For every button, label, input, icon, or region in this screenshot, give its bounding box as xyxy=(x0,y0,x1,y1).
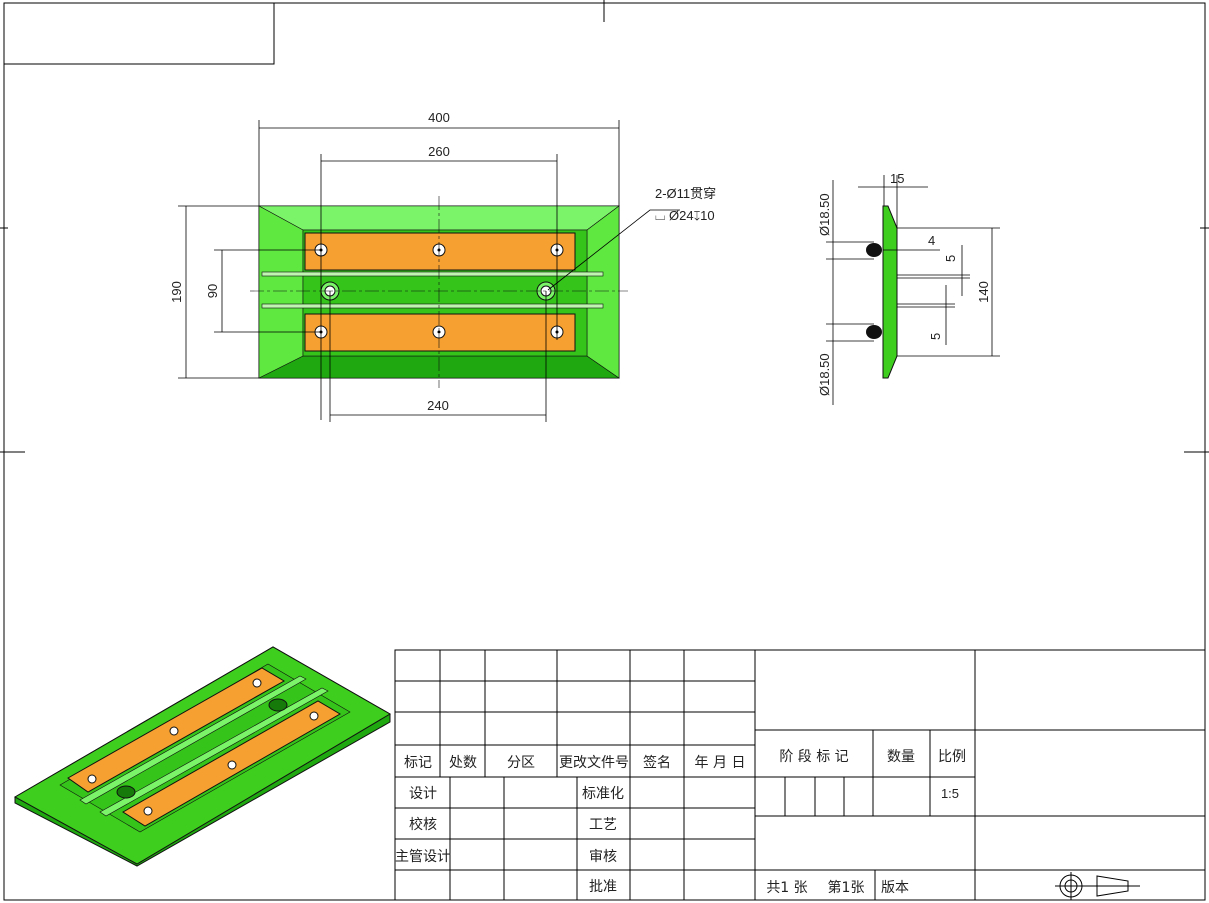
title-block-grid xyxy=(394,649,1206,901)
stage-mark-label: 阶 段 标 记 xyxy=(779,749,848,765)
dim-400: 400 xyxy=(428,110,450,125)
version-label: 版本 xyxy=(881,880,909,896)
side-view: 15 Ø18.50 Ø18.50 4 5 5 140 xyxy=(817,171,1000,405)
dim-90: 90 xyxy=(205,284,220,298)
label-process: 工艺 xyxy=(589,817,617,833)
row-design: 设计 xyxy=(409,786,437,802)
label-approve: 批准 xyxy=(589,879,617,895)
header-signature: 签名 xyxy=(643,754,671,771)
dim-140: 140 xyxy=(976,281,991,303)
code-box xyxy=(3,2,275,65)
header-zone: 分区 xyxy=(507,755,535,771)
scale-label: 比例 xyxy=(938,749,966,765)
header-change-doc: 更改文件号 xyxy=(559,755,629,771)
scale-value: 1:5 xyxy=(941,786,959,801)
dim-dia-bottom: Ø18.50 xyxy=(817,353,832,396)
projection-symbol-icon xyxy=(1055,872,1140,900)
header-mark: 标记 xyxy=(404,755,432,771)
isometric-view xyxy=(13,646,391,867)
label-standardization: 标准化 xyxy=(582,786,624,802)
front-view: 400 260 240 190 90 2-Ø11贯穿 ⌴ Ø24↧10 xyxy=(169,110,716,422)
row-check: 校核 xyxy=(409,816,437,833)
zone-marks xyxy=(0,0,1209,453)
header-count: 处数 xyxy=(449,755,477,771)
dim-slot-top: 5 xyxy=(943,255,958,262)
sheet-number: 第1张 xyxy=(828,879,865,896)
dim-190: 190 xyxy=(169,281,184,303)
sheets-total: 共1 张 xyxy=(766,880,807,896)
dim-slot-bottom: 5 xyxy=(928,333,943,340)
dim-offset: 4 xyxy=(928,233,935,248)
label-review: 审核 xyxy=(589,849,617,865)
dim-thickness: 15 xyxy=(890,171,904,186)
dim-240: 240 xyxy=(427,398,449,413)
hole-note-counterbore: ⌴ Ø24↧10 xyxy=(655,208,715,223)
row-chief-design: 主管设计 xyxy=(395,849,451,865)
dim-260: 260 xyxy=(428,144,450,159)
quantity-label: 数量 xyxy=(887,749,915,765)
dim-dia-top: Ø18.50 xyxy=(817,193,832,236)
hole-note-through: 2-Ø11贯穿 xyxy=(655,186,716,201)
header-date: 年 月 日 xyxy=(695,755,746,771)
